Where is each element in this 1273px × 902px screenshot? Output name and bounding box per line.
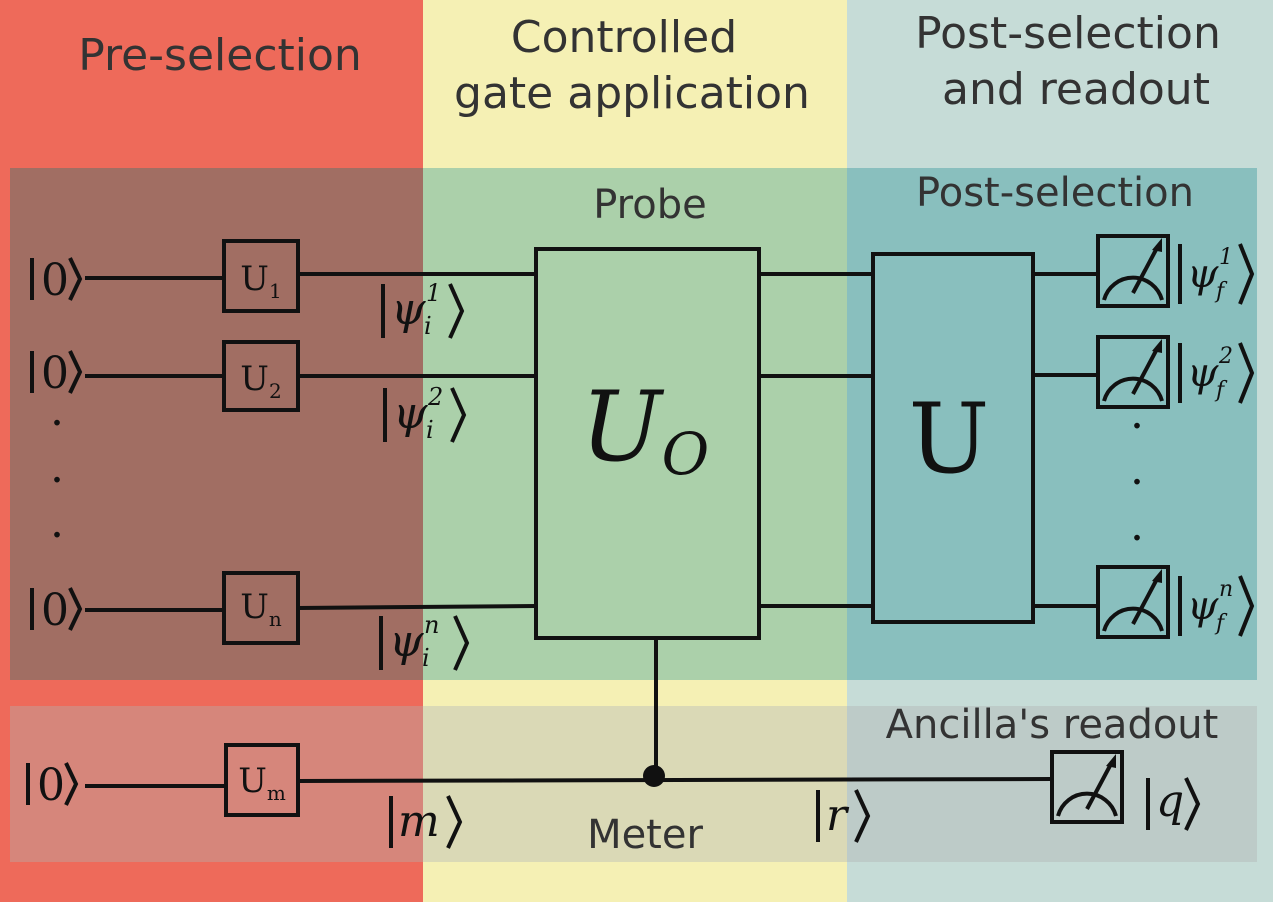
svg-text:ψ: ψ — [389, 616, 424, 667]
svg-text:q: q — [1156, 776, 1184, 827]
gate-uo — [534, 247, 761, 640]
ket-psi-initial-2: ψ 2 i — [383, 383, 467, 444]
svg-text:ψ: ψ — [1187, 350, 1219, 396]
gate-um — [224, 743, 300, 817]
ket-psi-initial-n: ψ n i — [379, 611, 470, 672]
section-title-controlled-line1: Controlled — [511, 12, 737, 63]
ellipsis-dot-left-1: . — [50, 385, 64, 436]
measurement-1 — [1096, 234, 1170, 308]
svg-text:r: r — [826, 790, 850, 841]
gate-u1-label: U1 — [240, 259, 281, 303]
svg-text:i: i — [424, 312, 432, 340]
control-dot — [643, 765, 665, 787]
ket-m: m — [389, 795, 463, 849]
band-title-probe: Probe — [593, 182, 706, 228]
svg-text:n: n — [1219, 577, 1233, 602]
svg-text:0: 0 — [41, 348, 69, 399]
ket-q: q — [1146, 776, 1201, 831]
ket-psi-initial-1: ψ 1 i — [381, 279, 465, 340]
ket-r: r — [816, 789, 871, 843]
measurement-ancilla — [1050, 750, 1124, 824]
gate-u2 — [222, 340, 300, 412]
gate-u — [871, 252, 1035, 624]
svg-text:0: 0 — [41, 585, 69, 636]
svg-text:m: m — [398, 796, 440, 847]
probe-band-left — [10, 168, 423, 680]
band-title-ancilla-readout: Ancilla's readout — [886, 702, 1219, 748]
svg-text:i: i — [426, 416, 434, 444]
section-title-preselection: Pre-selection — [78, 30, 362, 81]
ellipsis-dot-left-3: . — [50, 497, 64, 548]
svg-text:ψ: ψ — [393, 388, 428, 439]
gate-u-label: U — [909, 383, 990, 495]
ket-psi-final-1: ψ 1 f — [1178, 243, 1255, 305]
svg-text:1: 1 — [1219, 245, 1233, 270]
ket-zero-1: 0 — [30, 255, 83, 306]
gate-u2-label: U2 — [240, 359, 281, 403]
svg-text:n: n — [424, 611, 439, 639]
svg-text:i: i — [422, 644, 430, 672]
ellipsis-dot-right-3: . — [1130, 500, 1144, 551]
ellipsis-dot-right-2: . — [1130, 444, 1144, 495]
svg-text:ψ: ψ — [391, 284, 426, 335]
svg-text:0: 0 — [37, 760, 65, 811]
svg-text:ψ: ψ — [1187, 583, 1219, 629]
svg-text:2: 2 — [427, 383, 443, 411]
meter-band-middle — [423, 706, 847, 862]
gate-un — [222, 571, 300, 645]
gate-um-label: Um — [238, 761, 286, 805]
svg-text:2: 2 — [1218, 344, 1233, 369]
ancilla-wire-out — [297, 777, 1053, 783]
ket-zero-n: 0 — [30, 585, 83, 636]
svg-text:1: 1 — [426, 279, 441, 307]
band-title-meter: Meter — [587, 812, 703, 858]
band-title-postselection: Post-selection — [916, 170, 1194, 216]
measurement-n — [1096, 565, 1170, 639]
wire-n-mid — [297, 604, 537, 610]
ellipsis-dot-right-1: . — [1130, 388, 1144, 439]
section-title-postselection-line2: and readout — [942, 64, 1210, 115]
gate-uo-label: UO — [581, 371, 709, 488]
svg-text:0: 0 — [41, 255, 69, 306]
measurement-2 — [1096, 335, 1170, 409]
svg-text:ψ: ψ — [1187, 251, 1219, 297]
ket-zero-ancilla: 0 — [26, 760, 79, 811]
section-title-postselection-line1: Post-selection — [915, 8, 1221, 59]
ket-zero-2: 0 — [30, 348, 83, 399]
gate-un-label: Un — [240, 587, 282, 631]
gate-u1 — [222, 239, 300, 313]
section-title-controlled-line2: gate application — [454, 68, 810, 119]
ket-psi-final-n: ψ n f — [1178, 575, 1255, 637]
ellipsis-dot-left-2: . — [50, 442, 64, 493]
